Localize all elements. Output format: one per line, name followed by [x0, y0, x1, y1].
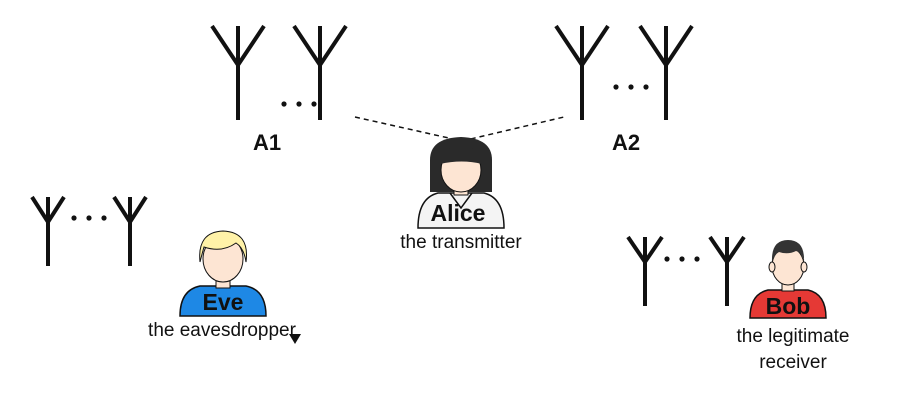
- link-a1-alice: [354, 116, 463, 142]
- antenna-icon: [30, 195, 66, 266]
- eve-name: Eve: [202, 289, 244, 315]
- antenna-icon: [112, 195, 148, 266]
- antenna-group-a1-label: A1: [253, 130, 282, 155]
- alice-avatar: [417, 137, 505, 229]
- bob-role-line1: the legitimate: [736, 326, 850, 347]
- link-alice-a2: [461, 116, 565, 142]
- bob-name: Bob: [765, 293, 811, 319]
- alice-role: the transmitter: [400, 232, 522, 253]
- cursor-arrow-icon: [289, 334, 301, 344]
- ellipsis-icon: [281, 101, 317, 107]
- antenna-icon: [708, 235, 746, 306]
- ellipsis-icon: [664, 256, 700, 262]
- antenna-icon: [554, 24, 610, 120]
- antenna-group-a2-label: A2: [612, 130, 641, 155]
- eve-role: the eavesdropper: [148, 320, 296, 341]
- alice-name: Alice: [430, 200, 486, 226]
- ellipsis-icon: [613, 84, 649, 90]
- antenna-icon: [210, 24, 266, 120]
- ellipsis-icon: [71, 215, 107, 221]
- antenna-icon: [626, 235, 664, 306]
- bob-avatar: [749, 240, 827, 319]
- eve-avatar: [179, 230, 267, 317]
- antenna-icon: [292, 24, 348, 120]
- bob-role-line2: receiver: [759, 352, 827, 373]
- antenna-icon: [638, 24, 694, 120]
